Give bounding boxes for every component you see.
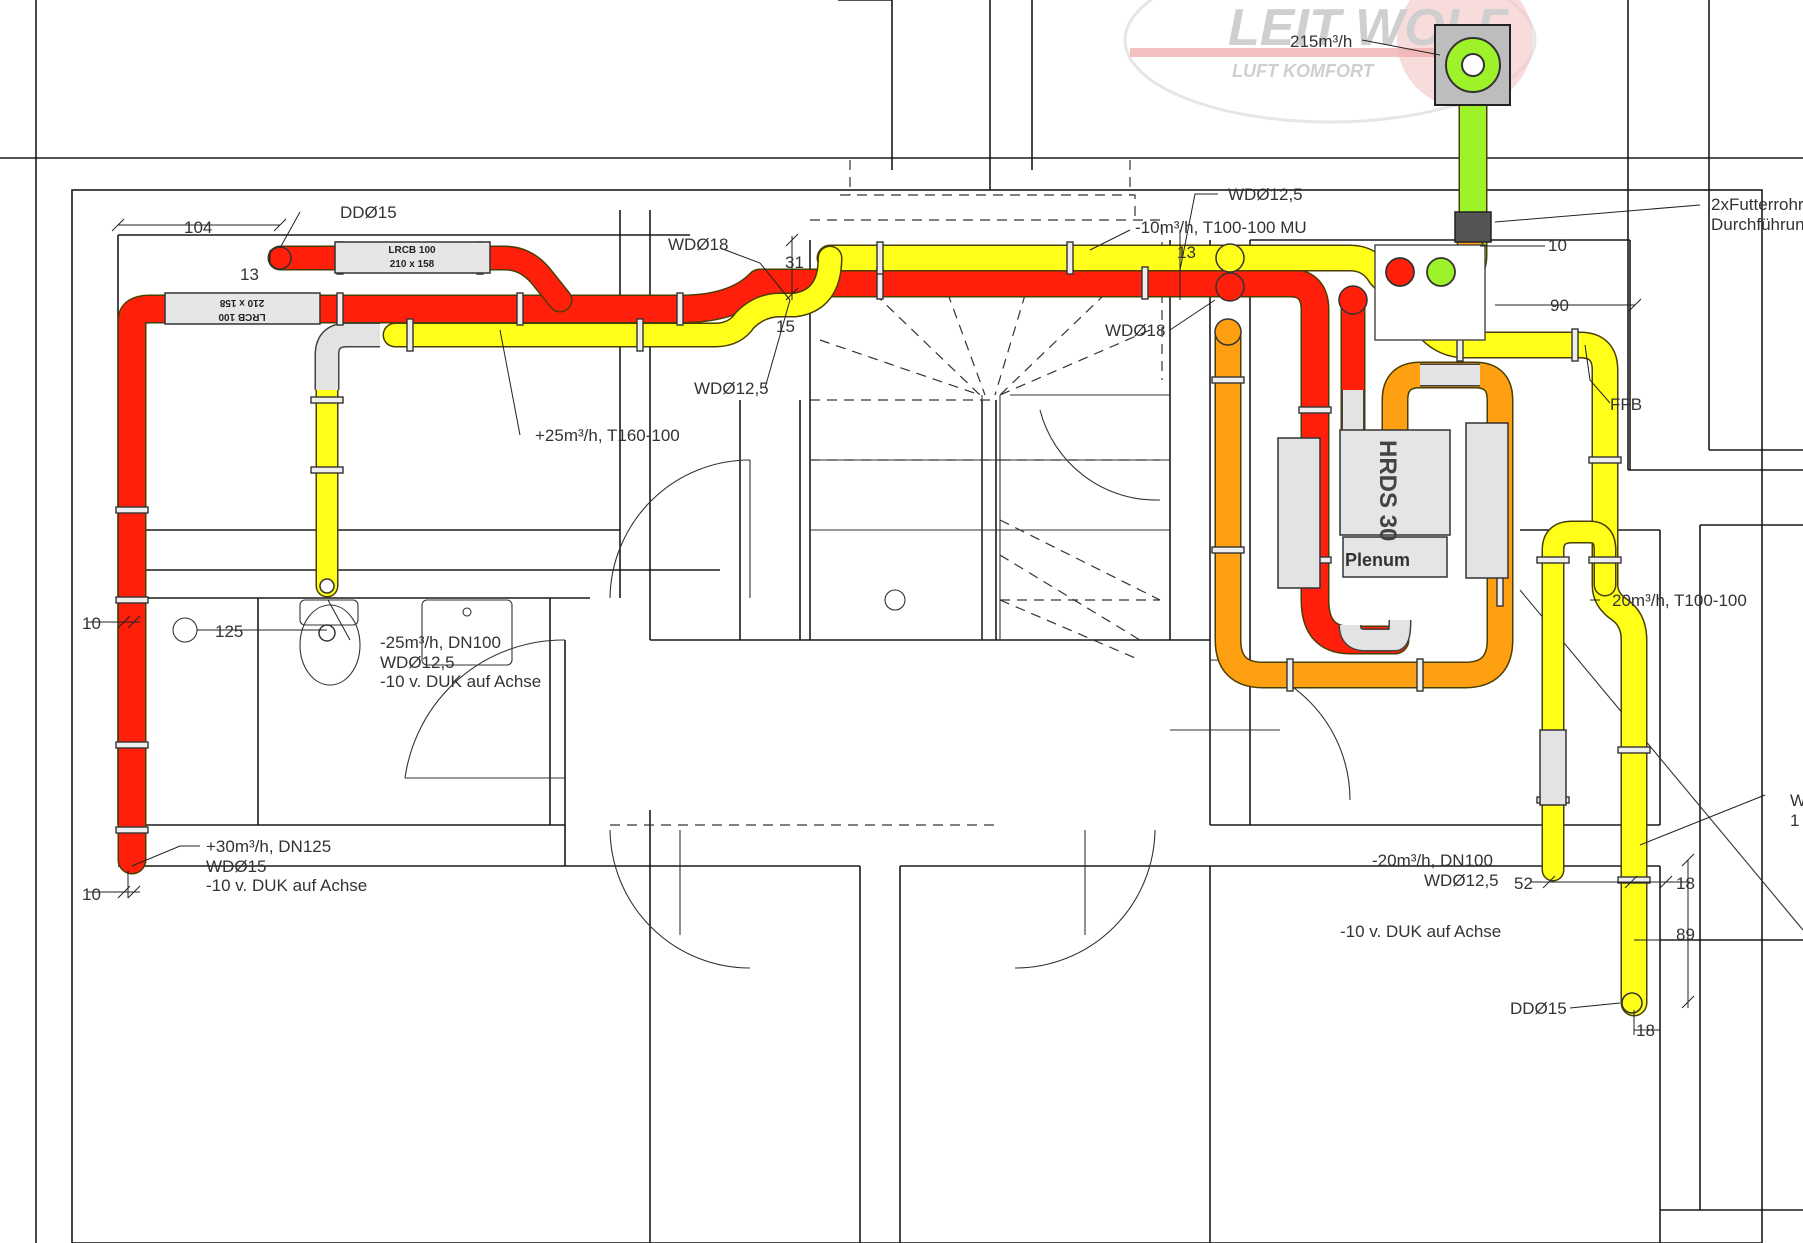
pipe-clamp (1066, 241, 1074, 275)
wc-flow-label: -25m³/h, DN100 (380, 633, 501, 652)
pipe-clamp (115, 506, 149, 514)
pipe-clamp (310, 396, 344, 404)
flow-t100-label: 20m³/h, T100-100 (1612, 591, 1747, 610)
dim-18a: 18 (1676, 874, 1695, 893)
dim-13: 13 (240, 265, 259, 284)
bottom-wd-label: WDØ15 (206, 857, 266, 876)
pipe-clamp (115, 596, 149, 604)
unit-silencer-right (1465, 422, 1509, 579)
silencer-top: LRCB 100 210 x 158 (334, 241, 491, 274)
annotation-labels: 215m³/h 2xFutterrohr Durchführung DDØ15 … (82, 32, 1803, 1040)
dim-18b: 18 (1636, 1021, 1655, 1040)
logo-tagline: LUFT KOMFORT (1232, 61, 1376, 81)
right-duk-label: -10 v. DUK auf Achse (1340, 922, 1501, 941)
bottom-duk-label: -10 v. DUK auf Achse (206, 876, 367, 895)
dim-10-left: 10 (82, 614, 101, 633)
dim-10-bottom: 10 (82, 885, 101, 904)
bend-unit-bottom (1340, 619, 1410, 650)
edge-label-1: 1 (1790, 811, 1799, 830)
outdoor-air-intake (1374, 24, 1511, 341)
pipe-clamp (336, 292, 344, 326)
wd125-label-a: WDØ12,5 (694, 379, 769, 398)
durchfuehrung-label: Durchführung (1711, 215, 1803, 234)
silencer-left-type: LRCB 100 (218, 311, 266, 322)
wd18-label-b: WDØ18 (1105, 321, 1165, 340)
silencer-left-size: 210 x 158 (219, 297, 264, 308)
edge-label-w: W (1790, 791, 1803, 810)
wd18-label-a: WDØ18 (668, 235, 728, 254)
pipe-clamp (636, 318, 644, 352)
silencer-left: LRCB 100 210 x 158 (164, 292, 321, 325)
dim-10-right: 10 (1548, 236, 1567, 255)
bend-extract-wc (316, 324, 380, 390)
futterrohr-label: 2xFutterrohr (1711, 195, 1803, 214)
pipe-clamp (676, 292, 684, 326)
dim-15: 15 (776, 317, 795, 336)
pipe-clamp (115, 741, 149, 749)
room-silencer (1539, 729, 1567, 806)
pipe-clamp (1286, 658, 1294, 692)
dim-90: 90 (1550, 296, 1569, 315)
unit-model: HRDS 30 (1374, 440, 1401, 541)
futterrohr-sleeve (1454, 211, 1492, 243)
pipe-clamp (516, 292, 524, 326)
unit-silencer-left (1277, 437, 1321, 589)
dim-52: 52 (1514, 874, 1533, 893)
dim-13b: 13 (1177, 243, 1196, 262)
flow-plus25-label: +25m³/h, T160-100 (535, 426, 680, 445)
outdoor-flow-label: 215m³/h (1290, 32, 1352, 51)
pipe-clamp (115, 826, 149, 834)
pipe-clamp (310, 466, 344, 474)
pipe-clamp (1617, 876, 1651, 884)
wc-duk-label: -10 v. DUK auf Achse (380, 672, 541, 691)
pipe-clamp (1211, 376, 1245, 384)
wd125-label-b: WDØ12,5 (1228, 185, 1303, 204)
dd-top-label: DDØ15 (340, 203, 397, 222)
dimension-lines (88, 218, 1696, 1035)
end-caps (268, 243, 1643, 1014)
silencer-top-type: LRCB 100 (388, 245, 436, 256)
pipe-clamp (406, 318, 414, 352)
pipe-clamp (1588, 456, 1622, 464)
ffb-label: FFB (1610, 395, 1642, 414)
silencer-top-size: 210 x 158 (390, 259, 435, 270)
bottom-flow-label: +30m³/h, DN125 (206, 837, 331, 856)
pipe-clamp (1141, 266, 1149, 300)
dim-125: 125 (215, 622, 243, 641)
pipe-clamp (1211, 546, 1245, 554)
plenum-label: Plenum (1345, 550, 1410, 570)
pipe-clamp (1298, 406, 1332, 414)
pipe-clamp (1588, 556, 1622, 564)
supply-duct-main (119, 270, 1408, 873)
wc-wd-label: WDØ12,5 (380, 653, 455, 672)
extract-duct-bath (1543, 522, 1615, 880)
pipe-clamp (1571, 328, 1579, 362)
right-wd-label: WDØ12,5 (1424, 871, 1499, 890)
dim-89: 89 (1676, 925, 1695, 944)
pipe-clamp (876, 241, 884, 275)
pipe-clamp (1496, 573, 1504, 607)
dd-bottom-label: DDØ15 (1510, 999, 1567, 1018)
extract-duct-loop (384, 247, 841, 346)
pipe-clamp (1536, 556, 1570, 564)
dim-31: 31 (785, 253, 804, 272)
pipe-clamp (1416, 658, 1424, 692)
dim-104: 104 (184, 218, 212, 237)
flow-minus10-label: -10m³/h, T100-100 MU (1135, 218, 1307, 237)
leader-lines (131, 39, 1766, 1009)
right-flow-label: -20m³/h, DN100 (1372, 851, 1493, 870)
pipe-clamp (1617, 746, 1651, 754)
ventilation-unit: HRDS 30 Plenum (1277, 422, 1567, 806)
